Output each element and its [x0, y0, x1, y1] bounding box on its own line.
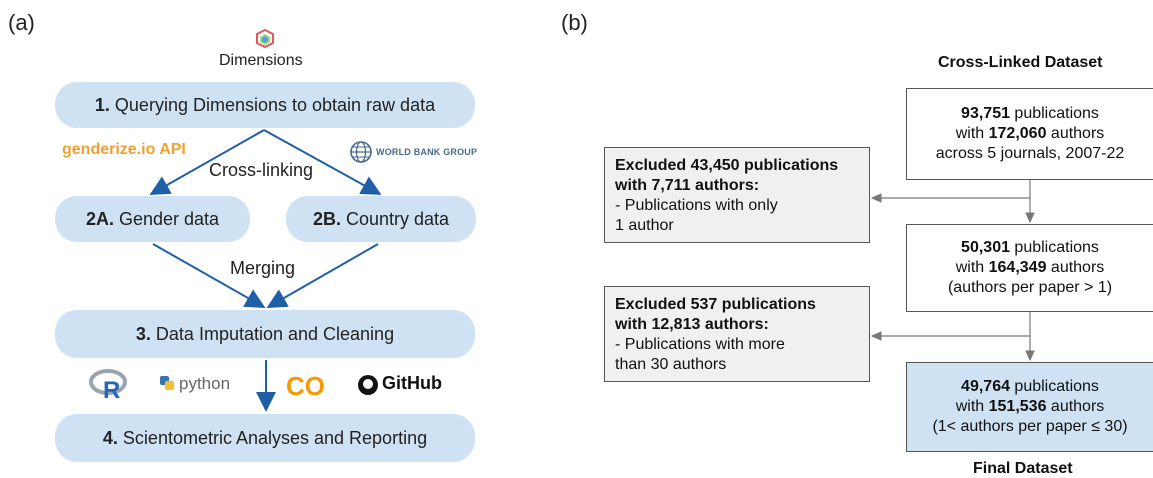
- panel-b-connectors: [870, 180, 1035, 362]
- box3-authors-text: authors: [1046, 398, 1105, 415]
- dimensions-logo-text: Dimensions: [219, 52, 303, 69]
- step-2b-number: 2B.: [312, 208, 341, 229]
- python-logo-icon: [160, 376, 174, 390]
- worldbank-label: WORLD BANK GROUP: [376, 147, 478, 157]
- box3-publications-text: publications: [1009, 378, 1099, 395]
- merging-label: Merging: [230, 258, 296, 278]
- panel-b-label: (b): [561, 10, 588, 35]
- step-3-text: Data Imputation and Cleaning: [155, 323, 395, 344]
- panel-a-label: (a): [8, 10, 35, 35]
- final-dataset-title: Final Dataset: [973, 460, 1073, 477]
- excluded-2-line-1: - Publications with more: [615, 336, 785, 353]
- excluded-box-2: Excluded 537 publications with 12,813 au…: [604, 286, 870, 382]
- box1-authors-text: authors: [1046, 125, 1105, 142]
- box2-condition-text: (authors per paper > 1): [947, 279, 1113, 296]
- step-2b-text: Country data: [345, 208, 450, 229]
- step-2b-pill: 2B. Country data: [286, 196, 476, 242]
- excluded-2-heading-1: Excluded 537 publications: [615, 296, 816, 313]
- box1-with-text: with: [955, 125, 989, 142]
- step-4-text: Scientometric Analyses and Reporting: [122, 427, 428, 448]
- dimensions-logo-icon: [256, 28, 274, 49]
- step-1-text: Querying Dimensions to obtain raw data: [114, 94, 436, 115]
- cross-linked-dataset-box: 93,751 publications with 172,060 authors…: [906, 88, 1153, 180]
- box2-authors-text: authors: [1046, 259, 1105, 276]
- excluded-1-line-1: - Publications with only: [615, 197, 778, 214]
- excluded-box-1: Excluded 43,450 publications with 7,711 …: [604, 147, 870, 243]
- worldbank-globe-icon: [350, 141, 372, 163]
- step-1-number: 1.: [94, 94, 110, 115]
- python-logo-text: python: [179, 374, 231, 393]
- step-3-pill: 3. Data Imputation and Cleaning: [55, 310, 475, 358]
- github-logo-text: GitHub: [382, 373, 442, 393]
- excluded-2-line-2: than 30 authors: [615, 356, 727, 373]
- filtered-dataset-box: 50,301 publications with 164,349 authors…: [906, 224, 1153, 312]
- box2-publications-count: 50,301: [961, 239, 1010, 256]
- colab-logo-icon: CO: [286, 371, 325, 401]
- box1-publications-count: 93,751: [961, 105, 1010, 122]
- colab-logo-text: CO: [286, 371, 325, 401]
- box3-with-text: with: [955, 398, 989, 415]
- box2-authors-count: 164,349: [988, 259, 1047, 276]
- step-4-pill: 4. Scientometric Analyses and Reporting: [55, 414, 475, 462]
- final-dataset-box: 49,764 publications with 151,536 authors…: [906, 362, 1153, 452]
- github-logo-icon: [358, 375, 378, 395]
- step-1-pill: 1. Querying Dimensions to obtain raw dat…: [55, 82, 475, 128]
- arrow-country-to-merge: [266, 243, 379, 308]
- step-2a-pill: 2A. Gender data: [55, 196, 250, 242]
- cross-linked-dataset-title: Cross-Linked Dataset: [938, 54, 1103, 71]
- step-3-number: 3.: [135, 323, 151, 344]
- excluded-1-heading-2: with 7,711 authors:: [615, 177, 760, 194]
- step-2a-text: Gender data: [118, 208, 220, 229]
- excluded-2-heading-2: with 12,813 authors:: [615, 316, 769, 333]
- box3-publications-count: 49,764: [961, 378, 1010, 395]
- excluded-1-heading-1: Excluded 43,450 publications: [615, 157, 839, 174]
- arrow-to-country: [263, 129, 382, 195]
- box2-with-text: with: [955, 259, 989, 276]
- excluded-1-line-2: 1 author: [615, 217, 674, 234]
- arrow-gender-to-merge: [152, 243, 266, 308]
- step-2a-number: 2A.: [85, 208, 114, 229]
- box1-journals-text: across 5 journals, 2007-22: [935, 145, 1125, 162]
- box1-authors-count: 172,060: [988, 125, 1047, 142]
- box3-condition-text: (1< authors per paper ≤ 30): [932, 418, 1128, 435]
- box2-publications-text: publications: [1009, 239, 1099, 256]
- genderize-label: genderize.io API: [62, 141, 186, 158]
- arrow-to-gender: [149, 129, 265, 195]
- box3-authors-count: 151,536: [988, 398, 1047, 415]
- step-4-number: 4.: [102, 427, 118, 448]
- crosslinking-label: Cross-linking: [209, 160, 314, 180]
- r-logo-icon: R: [89, 369, 127, 404]
- box1-publications-text: publications: [1009, 105, 1099, 122]
- r-logo-letter: R: [103, 377, 120, 404]
